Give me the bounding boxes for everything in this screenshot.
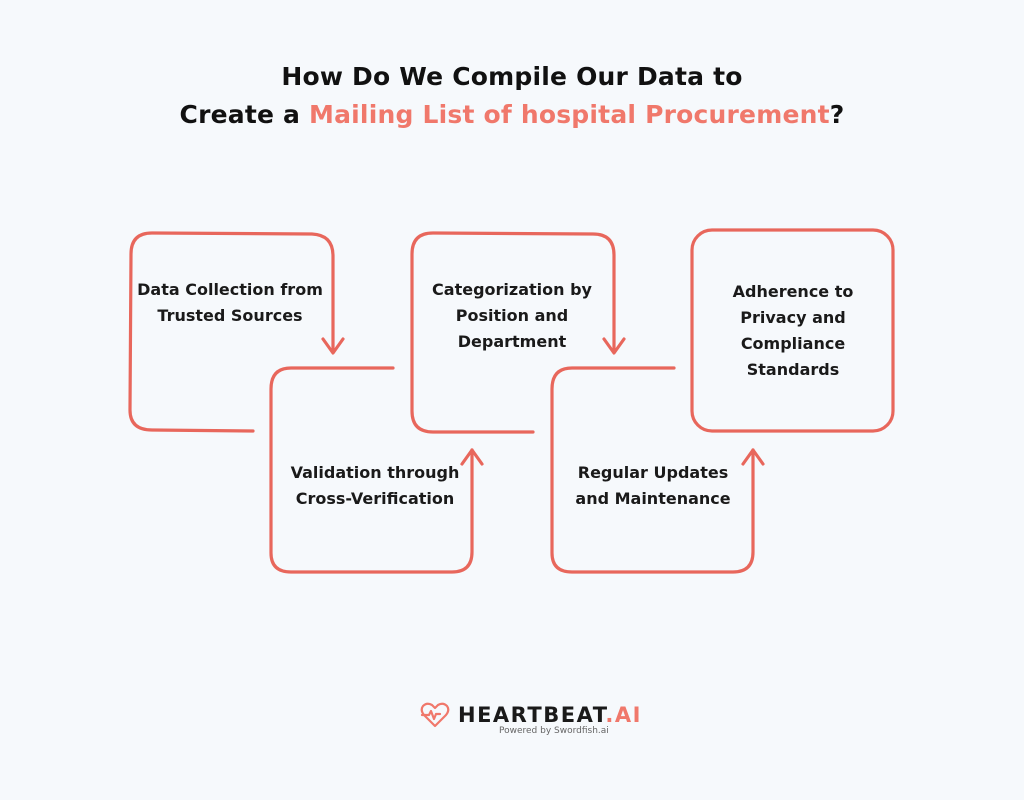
arrow-down-icon bbox=[321, 337, 345, 355]
step-3-frame bbox=[410, 231, 626, 434]
step-5-label: Adherence to Privacy and Compliance Stan… bbox=[732, 282, 854, 379]
step-1-frame bbox=[128, 231, 345, 433]
title-suffix: ? bbox=[829, 100, 845, 129]
step-2-frame bbox=[269, 366, 484, 574]
brand-name: HEARTBEAT.AI bbox=[458, 703, 642, 727]
title-highlight: Mailing List of hospital Procurement bbox=[309, 100, 830, 129]
title-line-2: Create a Mailing List of hospital Procur… bbox=[0, 100, 1024, 129]
step-5-frame bbox=[690, 228, 895, 433]
step-4-label: Regular Updates and Maintenance bbox=[575, 463, 731, 508]
powered-by: Powered by Swordfish.ai bbox=[499, 726, 609, 736]
brand-suffix: .AI bbox=[605, 703, 642, 727]
heart-pulse-icon bbox=[420, 702, 450, 728]
step-2-label: Validation through Cross-Verification bbox=[290, 463, 460, 508]
brand-main: HEARTBEAT bbox=[458, 703, 606, 727]
arrow-down-icon bbox=[602, 337, 626, 355]
title-prefix: Create a bbox=[179, 100, 310, 129]
step-1-label: Data Collection from Trusted Sources bbox=[137, 280, 323, 325]
arrow-up-icon bbox=[460, 448, 484, 466]
arrow-up-icon bbox=[741, 448, 765, 466]
heartbeat-logo: HEARTBEAT.AI bbox=[420, 702, 642, 728]
step-4-frame bbox=[550, 366, 765, 574]
step-3-label: Categorization by Position and Departmen… bbox=[432, 280, 592, 351]
title-line-1: How Do We Compile Our Data to bbox=[281, 62, 743, 91]
